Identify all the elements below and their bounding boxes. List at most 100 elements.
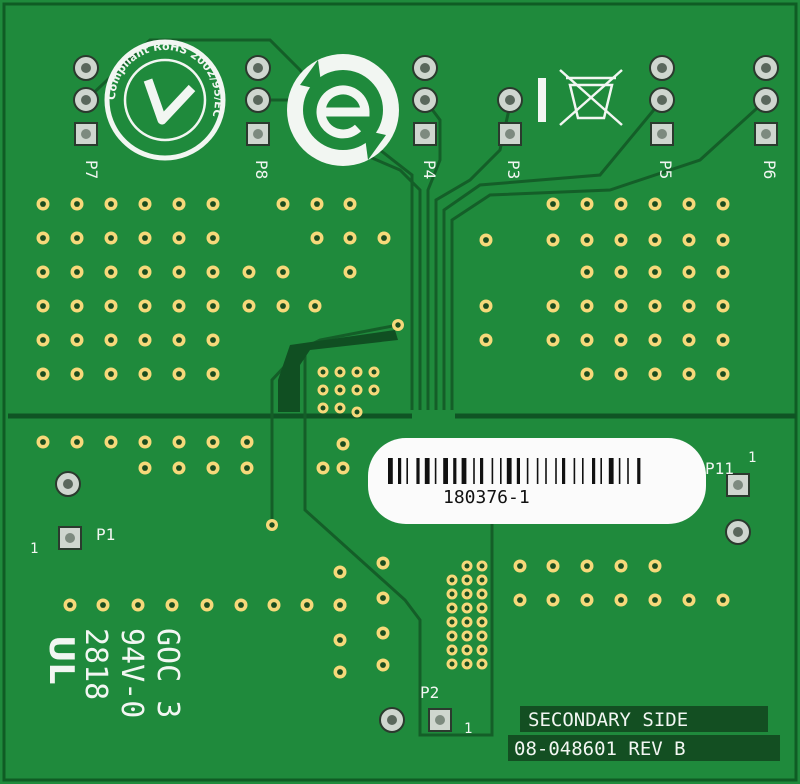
via-pad-hole xyxy=(464,591,470,597)
via-pad-hole xyxy=(584,597,590,603)
via-pad-hole xyxy=(320,465,326,471)
barcode-bar xyxy=(388,458,393,484)
via-pad-hole xyxy=(686,237,692,243)
via-pad-hole xyxy=(479,661,485,667)
via-pad-hole xyxy=(584,269,590,275)
trace-p6 xyxy=(450,98,768,410)
via-pad-hole xyxy=(176,201,182,207)
via-pad-hole xyxy=(720,303,726,309)
via-pad-hole xyxy=(686,303,692,309)
via-pad-hole xyxy=(720,201,726,207)
p4-pin1-pad-hole xyxy=(420,129,430,139)
via-pad-hole xyxy=(204,602,210,608)
via-pad-hole xyxy=(74,303,80,309)
via-pad-hole xyxy=(618,337,624,343)
via-pad-hole xyxy=(67,602,73,608)
via-pad-hole xyxy=(142,303,148,309)
via-pad-hole xyxy=(354,369,360,375)
p8-label: P8 xyxy=(252,160,271,179)
via-pad-hole xyxy=(176,303,182,309)
via-pad-hole xyxy=(464,661,470,667)
via-pad-hole xyxy=(176,439,182,445)
via-pad-hole xyxy=(108,337,114,343)
via-pad-hole xyxy=(618,563,624,569)
via-pad-hole xyxy=(479,619,485,625)
barcode-bar xyxy=(416,458,420,484)
barcode-bar xyxy=(573,458,576,484)
via-pad-hole xyxy=(74,235,80,241)
via-pad-hole xyxy=(354,409,360,415)
p5-pin2-pad-hole xyxy=(657,95,667,105)
barcode-bar xyxy=(637,458,641,484)
via-pad-hole xyxy=(108,235,114,241)
via-pad-hole xyxy=(176,465,182,471)
p6-label: P6 xyxy=(760,160,779,179)
via-pad-hole xyxy=(280,303,286,309)
connector-pads xyxy=(55,55,779,733)
via-pad-hole xyxy=(618,303,624,309)
p6-pin1-pad-hole xyxy=(761,129,771,139)
barcode-bars xyxy=(388,458,641,484)
via-pad-hole xyxy=(269,522,275,528)
ul-mark-icon: UL xyxy=(41,635,81,684)
via-pad-hole xyxy=(550,303,556,309)
via-pad-hole xyxy=(371,387,377,393)
via-pad-hole xyxy=(244,439,250,445)
p4-label: P4 xyxy=(420,160,439,179)
via-pad-hole xyxy=(142,269,148,275)
mount-pad-hole xyxy=(657,63,667,73)
via-pad-hole xyxy=(584,563,590,569)
via-pad-hole xyxy=(320,387,326,393)
via-pad-hole xyxy=(517,597,523,603)
via-pad-hole xyxy=(652,597,658,603)
barcode-label: 180376-1 xyxy=(368,438,706,524)
via-pad-hole xyxy=(337,669,343,675)
trace-p4 xyxy=(423,99,442,410)
barcode-bar xyxy=(461,458,467,484)
via-pad-hole xyxy=(449,605,455,611)
via-pad-hole xyxy=(74,201,80,207)
via-pad-hole xyxy=(584,337,590,343)
via-pad-hole xyxy=(652,337,658,343)
via-pad-hole xyxy=(74,371,80,377)
via-pad-hole xyxy=(380,595,386,601)
via-pad-hole xyxy=(176,337,182,343)
via-pad-hole xyxy=(238,602,244,608)
barcode-bar xyxy=(545,458,547,484)
p6-pin2-pad-hole xyxy=(761,95,771,105)
trace-outline-lower xyxy=(303,345,494,737)
via-pad-hole xyxy=(584,371,590,377)
via-pad-hole xyxy=(652,269,658,275)
via-pad-hole xyxy=(337,405,343,411)
via-pad-hole xyxy=(142,439,148,445)
via-pad-hole xyxy=(720,371,726,377)
via-pad-hole xyxy=(142,465,148,471)
via-pad-hole xyxy=(340,465,346,471)
p2-label: P2 xyxy=(420,683,439,702)
via-pad-hole xyxy=(280,201,286,207)
label-part-number: 180376-1 xyxy=(443,487,530,508)
via-pad-hole xyxy=(40,337,46,343)
via-pad-hole xyxy=(337,369,343,375)
via-pad-hole xyxy=(550,237,556,243)
via-pad-hole xyxy=(720,597,726,603)
via-pad-hole xyxy=(618,201,624,207)
side-marking-bg xyxy=(520,706,768,732)
via-pad-hole xyxy=(176,269,182,275)
via-pad-hole xyxy=(108,371,114,377)
via-pad-hole xyxy=(40,439,46,445)
via-pad-hole xyxy=(618,237,624,243)
via-pad-hole xyxy=(479,647,485,653)
weee-bin-icon xyxy=(559,69,623,126)
revision-text: 08-048601 REV B xyxy=(514,738,686,760)
via-pad-hole xyxy=(618,371,624,377)
via-pad-hole xyxy=(210,235,216,241)
barcode-bar xyxy=(443,458,448,484)
barcode-bar xyxy=(608,458,614,484)
via-pad-hole xyxy=(135,602,141,608)
via-pad-hole xyxy=(483,237,489,243)
via-pad-hole xyxy=(618,597,624,603)
via-pad-hole xyxy=(74,269,80,275)
via-pad-hole xyxy=(483,303,489,309)
